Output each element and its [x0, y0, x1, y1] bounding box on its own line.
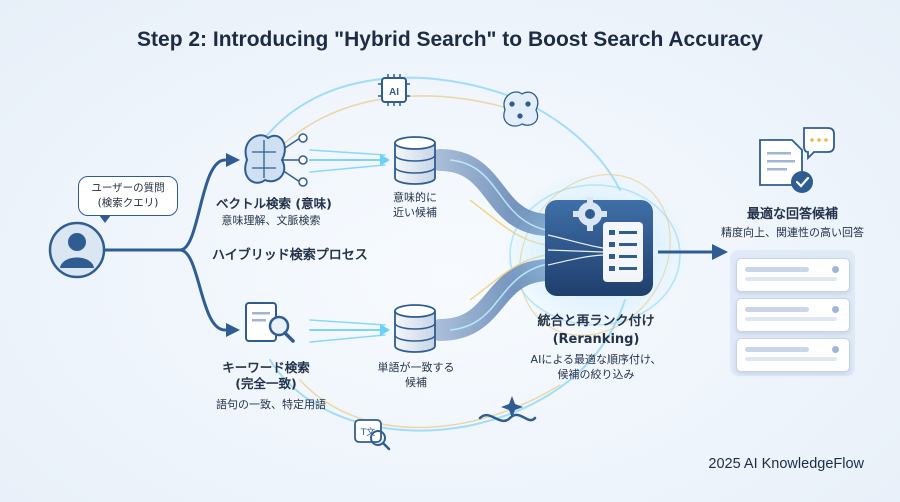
rerank-sub-line-1: AIによる最適な順序付け、 [530, 353, 662, 366]
output-sub: 精度向上、関連性の高い回答 [721, 226, 864, 239]
rerank-sub-line-2: 候補の絞り込み [557, 368, 635, 381]
arrow-to-keyword [226, 323, 240, 337]
keyword-title-line-2: (完全一致) [235, 376, 297, 391]
sparkle-icon [501, 396, 523, 418]
output-title: 最適な回答候補 [746, 207, 838, 222]
output-arrow-head [712, 244, 728, 260]
gear-icon [573, 197, 607, 231]
answer-document-icon [759, 139, 803, 186]
vector-result-line-1: 意味的に [393, 191, 437, 204]
rerank-sub: AIによる最適な順序付け、 候補の絞り込み [521, 352, 671, 382]
chat-bubble-icon [803, 127, 835, 161]
convergence-rays [547, 234, 604, 266]
check-badge-icon [791, 171, 813, 193]
answer-card [736, 338, 850, 372]
vector-result-line-2: 近い候補 [393, 206, 437, 219]
answer-card [736, 258, 850, 292]
process-label: ハイブリッド検索プロセス [212, 248, 368, 263]
database-icon [394, 136, 436, 185]
vector-result-label: 意味的に 近い候補 [380, 190, 450, 220]
page-title: Step 2: Introducing "Hybrid Search" to B… [137, 28, 763, 51]
ai-chip-label: AI [389, 87, 399, 98]
keyword-title-line-1: キーワード検索 [222, 360, 310, 375]
user-avatar-icon [48, 221, 106, 279]
database-icon [394, 304, 436, 353]
keyword-result-line-1: 単語が一致する [377, 361, 455, 374]
stream-arrow-bottom [380, 324, 390, 336]
wave-icon [478, 413, 537, 423]
footer-credit: 2025 AI KnowledgeFlow [708, 456, 864, 472]
keyword-search-sub: 語句の一致、特定用語 [216, 398, 326, 411]
rerank-title-line-1: 統合と再ランク付け [537, 314, 655, 329]
brain-connections [281, 133, 308, 187]
brain-network-icon [244, 134, 286, 184]
answer-card [736, 298, 850, 332]
neural-brain-icon [503, 91, 539, 127]
keyword-result-label: 単語が一致する 候補 [373, 360, 459, 390]
vector-search-title: ベクトル検索 (意味) [216, 196, 332, 211]
stream-arrow-top [380, 154, 390, 166]
vector-search-sub: 意味理解、文脈検索 [221, 214, 321, 227]
ai-chip-icon: AI [378, 74, 410, 106]
keyword-result-line-2: 候補 [405, 376, 427, 389]
translate-search-icon: T文 [354, 419, 391, 451]
rerank-engine-icon [545, 200, 653, 296]
arrow-to-vector [226, 153, 240, 167]
light-streams [309, 149, 386, 343]
rerank-title: 統合と再ランク付け (Reranking) [521, 313, 671, 349]
document-search-icon [245, 302, 295, 343]
user-query-bubble: ユーザーの質問 (検索クエリ) [78, 176, 178, 223]
bubble-line-1: ユーザーの質問 [91, 182, 165, 194]
bubble-line-2: (検索クエリ) [97, 197, 159, 209]
keyword-search-title: キーワード検索 (完全一致) [216, 360, 316, 392]
rerank-title-line-2: (Reranking) [552, 332, 640, 347]
